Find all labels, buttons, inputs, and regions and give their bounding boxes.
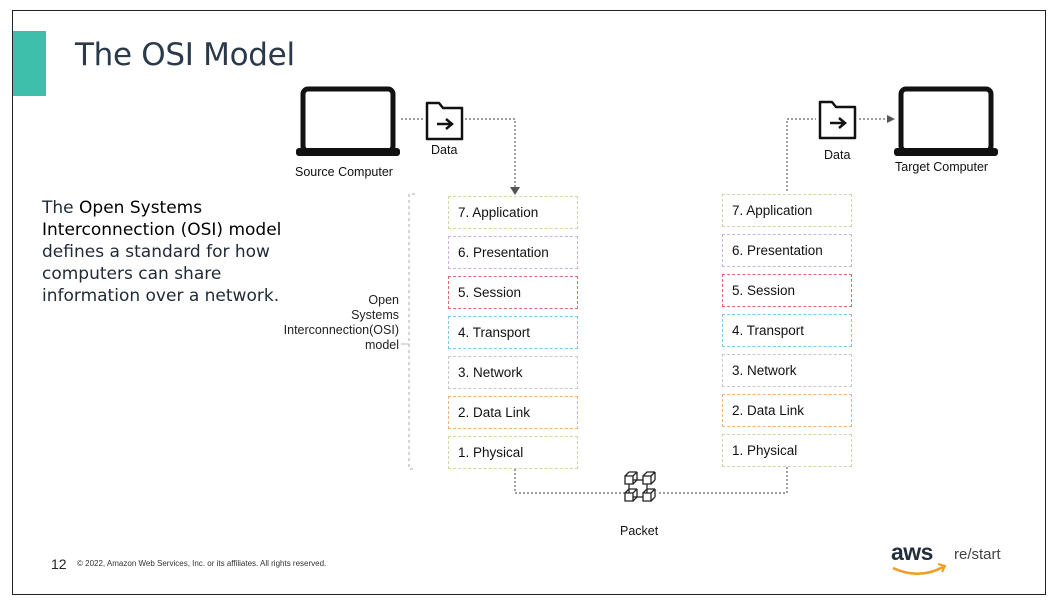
slide: The OSI Model The Open Systems Interconn… [12, 10, 1046, 595]
osi-layer-box: 4. Transport [722, 314, 852, 347]
osi-layer-box: 1. Physical [722, 434, 852, 467]
target-computer-label: Target Computer [895, 160, 989, 174]
folder-icon-right [818, 100, 857, 140]
restart-logo-text: re/start [954, 546, 1001, 563]
intro-emphasis: Open Systems Interconnection (OSI) model [42, 198, 282, 240]
osi-layer-box: 7. Application [722, 194, 852, 227]
laptop-icon-source [296, 86, 400, 156]
packet-icon [624, 471, 656, 502]
osi-bracket [408, 193, 415, 470]
osi-layer-box: 4. Transport [448, 316, 578, 349]
page-number: 12 [51, 556, 67, 572]
intro-text: The Open Systems Interconnection (OSI) m… [42, 197, 312, 307]
osi-layer-box: 1. Physical [448, 436, 578, 469]
osi-layer-box: 6. Presentation [448, 236, 578, 269]
arrowhead-icon [887, 115, 895, 123]
osi-label-line: model [364, 338, 399, 352]
osi-layer-box: 3. Network [722, 354, 852, 387]
osi-label-line: Interconnection(OSI) [283, 323, 399, 337]
osi-layer-box: 6. Presentation [722, 234, 852, 267]
data-flow-lines [401, 118, 889, 494]
osi-label-line: Systems [351, 308, 399, 322]
title-accent-bar [13, 31, 46, 96]
osi-layer-box: 5. Session [448, 276, 578, 309]
copyright-text: © 2022, Amazon Web Services, Inc. or its… [77, 559, 327, 568]
source-computer-label: Source Computer [295, 165, 393, 179]
osi-layer-box: 2. Data Link [448, 396, 578, 429]
aws-logo: aws [891, 539, 933, 565]
diagram-graphics [296, 86, 998, 502]
intro-pre: The [42, 198, 80, 218]
laptop-icon-target [894, 86, 998, 156]
osi-label-line: Open [368, 293, 399, 307]
slide-title: The OSI Model [75, 37, 295, 73]
packet-label: Packet [620, 524, 659, 538]
intro-post: defines a standard for how computers can… [42, 242, 280, 306]
arrowhead-icon [510, 187, 520, 195]
data-label-left: Data [431, 143, 458, 157]
folder-icon-left [425, 101, 464, 141]
osi-layer-box: 5. Session [722, 274, 852, 307]
osi-layer-box: 7. Application [448, 196, 578, 229]
osi-layer-box: 2. Data Link [722, 394, 852, 427]
data-label-right: Data [824, 148, 851, 162]
osi-layer-box: 3. Network [448, 356, 578, 389]
osi-model-label: Open Systems Interconnection(OSI) model [271, 293, 399, 353]
